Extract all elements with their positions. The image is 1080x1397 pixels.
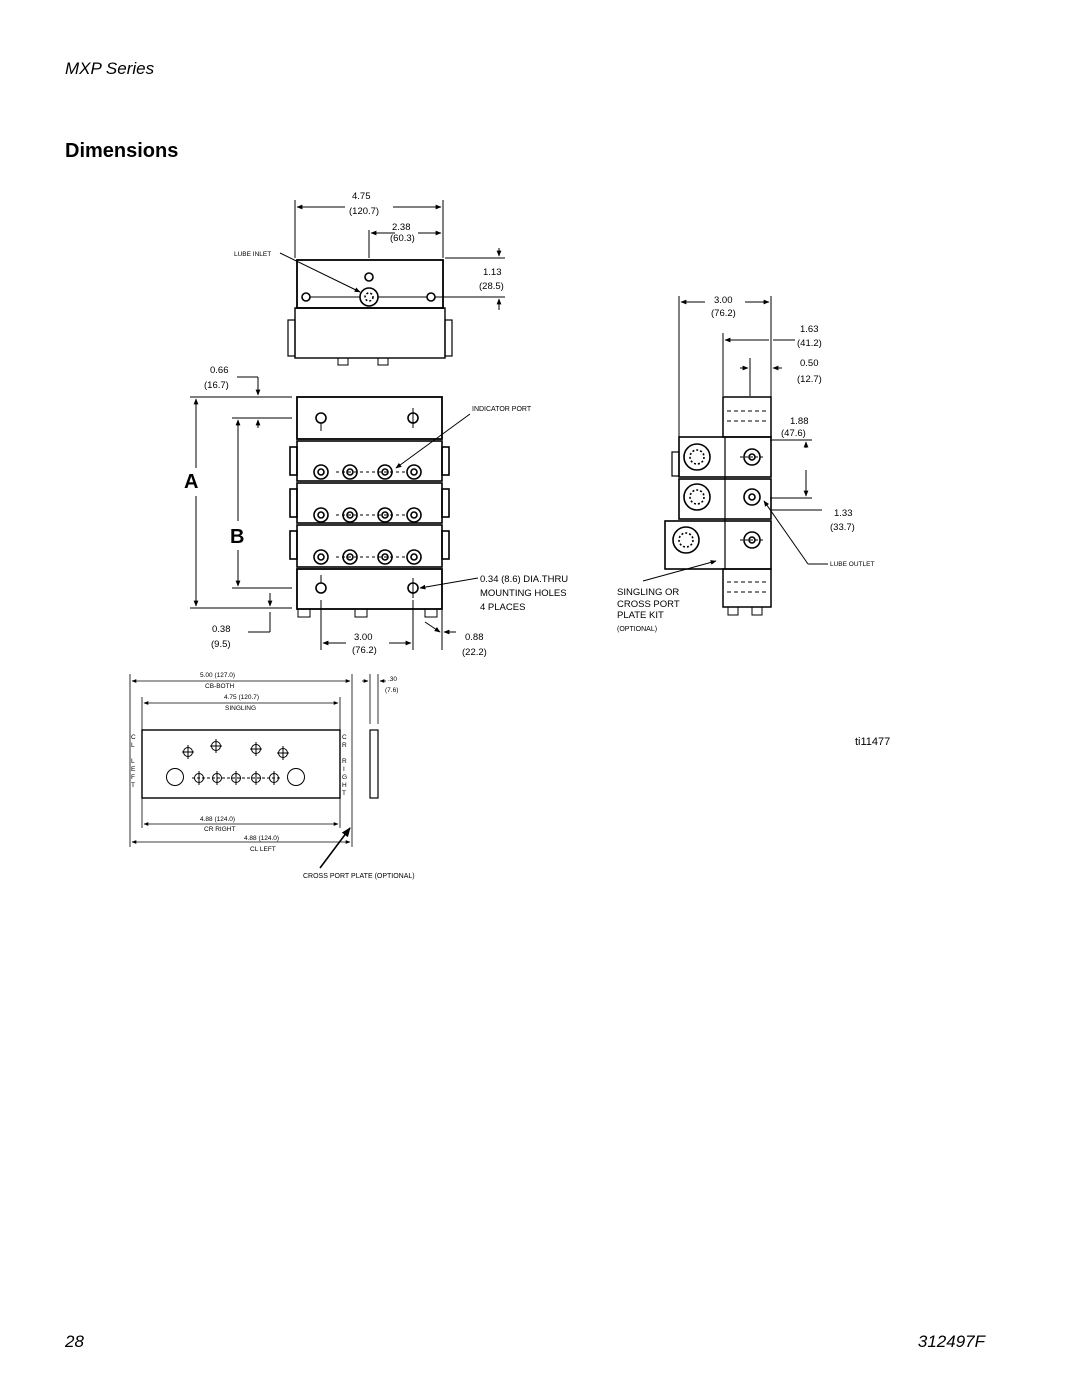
svg-text:E: E — [131, 766, 136, 773]
side-view — [642, 296, 828, 616]
svg-text:2.38: 2.38 — [392, 222, 411, 233]
svg-text:B: B — [230, 526, 244, 548]
svg-text:(28.5): (28.5) — [479, 281, 504, 292]
svg-text:4.75: 4.75 — [352, 191, 371, 202]
svg-text:MOUNTING HOLES: MOUNTING HOLES — [480, 588, 567, 599]
svg-text:(33.7): (33.7) — [830, 522, 855, 533]
svg-text:3.00: 3.00 — [714, 295, 733, 306]
svg-text:4 PLACES: 4 PLACES — [480, 602, 525, 613]
svg-text:(16.7): (16.7) — [204, 380, 229, 391]
document-number: 312497F — [917, 1332, 985, 1351]
svg-text:0.66: 0.66 — [210, 365, 229, 376]
svg-text:CROSS PORT: CROSS PORT — [617, 599, 680, 610]
plate-view-labels: 5.00 (127.0) CB-BOTH 4.75 (120.7) SINGLI… — [131, 672, 415, 880]
svg-text:SINGLING: SINGLING — [225, 705, 256, 712]
svg-text:C: C — [131, 734, 136, 741]
svg-text:CR RIGHT: CR RIGHT — [204, 826, 235, 833]
svg-text:T: T — [342, 790, 346, 797]
svg-text:I: I — [343, 766, 345, 773]
svg-text:(OPTIONAL): (OPTIONAL) — [617, 626, 657, 633]
svg-text:LUBE INLET: LUBE INLET — [234, 251, 271, 258]
svg-text:L: L — [131, 742, 135, 749]
svg-text:(9.5): (9.5) — [211, 639, 231, 650]
svg-text:G: G — [342, 774, 347, 781]
page-number: 28 — [65, 1332, 84, 1351]
svg-text:H: H — [342, 782, 347, 789]
plate-view — [129, 674, 386, 869]
series-title: MXP Series — [65, 59, 155, 78]
svg-text:(22.2): (22.2) — [462, 647, 487, 658]
svg-text:A: A — [184, 471, 198, 493]
front-view — [190, 200, 505, 650]
svg-text:C: C — [342, 734, 347, 741]
svg-text:5.00 (127.0): 5.00 (127.0) — [200, 672, 235, 679]
svg-text:0.34 (8.6) DIA.THRU: 0.34 (8.6) DIA.THRU — [480, 574, 568, 585]
svg-text:(12.7): (12.7) — [797, 374, 822, 385]
svg-text:1.63: 1.63 — [800, 324, 819, 335]
front-view-labels: 4.75 (120.7) 2.38 (60.3) 1.13 (28.5) LUB… — [184, 191, 568, 658]
svg-text:L: L — [131, 758, 135, 765]
side-view-labels: 3.00 (76.2) 1.63 (41.2) 0.50 (12.7) 1.88… — [617, 295, 874, 633]
svg-text:4.75 (120.7): 4.75 (120.7) — [224, 694, 259, 701]
section-heading: Dimensions — [65, 140, 179, 162]
svg-text:1.88: 1.88 — [790, 416, 809, 427]
svg-text:1.33: 1.33 — [834, 508, 853, 519]
svg-text:T: T — [131, 782, 135, 789]
svg-text:3.00: 3.00 — [354, 632, 373, 643]
svg-text:(76.2): (76.2) — [711, 308, 736, 319]
svg-text:(120.7): (120.7) — [349, 206, 379, 217]
svg-text:CL LEFT: CL LEFT — [250, 846, 276, 853]
figure-id: ti11477 — [855, 736, 890, 748]
svg-text:0.50: 0.50 — [800, 358, 819, 369]
svg-text:R: R — [342, 742, 347, 749]
svg-text:LUBE OUTLET: LUBE OUTLET — [830, 561, 874, 568]
svg-text:(41.2): (41.2) — [797, 338, 822, 349]
svg-text:(76.2): (76.2) — [352, 645, 377, 656]
svg-text:(7.6): (7.6) — [385, 687, 398, 694]
svg-text:F: F — [131, 774, 135, 781]
svg-text:4.88 (124.0): 4.88 (124.0) — [200, 816, 235, 823]
svg-text:4.88 (124.0): 4.88 (124.0) — [244, 835, 279, 842]
svg-text:1.13: 1.13 — [483, 267, 502, 278]
svg-text:CB-BOTH: CB-BOTH — [205, 683, 235, 690]
svg-text:(47.6): (47.6) — [781, 428, 806, 439]
svg-text:PLATE KIT: PLATE KIT — [617, 610, 664, 621]
svg-text:(60.3): (60.3) — [390, 233, 415, 244]
svg-text:.30: .30 — [388, 676, 397, 683]
svg-text:INDICATOR PORT: INDICATOR PORT — [472, 406, 532, 413]
svg-text:SINGLING OR: SINGLING OR — [617, 587, 679, 598]
svg-text:0.38: 0.38 — [212, 624, 231, 635]
svg-text:CROSS PORT PLATE (OPTIONAL): CROSS PORT PLATE (OPTIONAL) — [303, 873, 415, 880]
svg-text:R: R — [342, 758, 347, 765]
svg-text:0.88: 0.88 — [465, 632, 484, 643]
